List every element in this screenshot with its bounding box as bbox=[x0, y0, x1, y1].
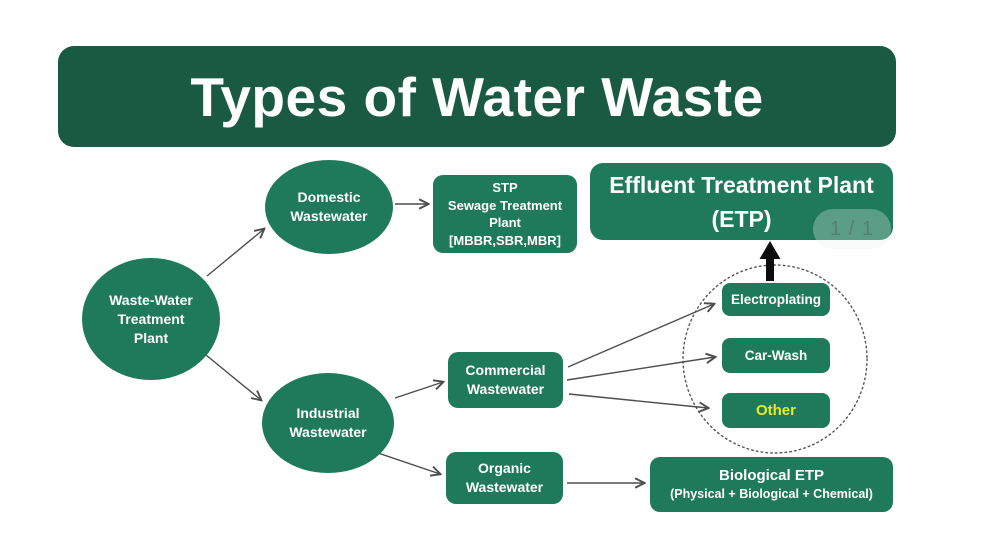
node-label: Plant bbox=[489, 215, 521, 230]
title-banner: Types of Water Waste bbox=[58, 46, 896, 147]
node-label: Wastewater bbox=[290, 208, 368, 224]
node-label: Waste-Water bbox=[109, 291, 193, 308]
node-label: Other bbox=[755, 402, 796, 419]
node-waste-water-treatment-plant: Waste-Water Treatment Plant bbox=[82, 258, 220, 380]
arrow-commercial-to-other bbox=[568, 393, 708, 408]
node-label: Treatment bbox=[117, 310, 185, 327]
node-label: STP bbox=[492, 180, 518, 195]
node-industrial-wastewater: Industrial Wastewater bbox=[262, 373, 394, 473]
node-effluent-treatment-plant: Effluent Treatment Plant (ETP) bbox=[590, 163, 893, 240]
arrow-root-to-industrial bbox=[205, 354, 261, 400]
node-label: (ETP) bbox=[711, 205, 772, 232]
node-other: Other bbox=[722, 393, 830, 428]
arrow-industrial-to-organic bbox=[374, 451, 440, 474]
node-label: Commercial bbox=[465, 362, 546, 378]
node-label: Sewage Treatment bbox=[447, 197, 563, 213]
arrow-commercial-to-carwash bbox=[566, 357, 715, 381]
arrow-industrial-to-commercial bbox=[394, 382, 443, 399]
node-label: [MBBR,SBR,MBR] bbox=[449, 232, 561, 248]
node-label: Wastewater bbox=[289, 424, 367, 440]
page-indicator-badge: 1 / 1 bbox=[813, 209, 891, 249]
black-up-arrow-to-etp bbox=[759, 241, 781, 281]
node-label: Car-Wash bbox=[744, 348, 808, 363]
node-label: Biological ETP bbox=[718, 467, 824, 484]
node-label: Effluent Treatment Plant bbox=[609, 171, 874, 198]
node-label: (Physical + Biological + Chemical) bbox=[670, 487, 873, 501]
node-stp: STP Sewage Treatment Plant [MBBR,SBR,MBR… bbox=[433, 175, 577, 253]
arrow-root-to-domestic bbox=[206, 229, 264, 277]
page-indicator-text: 1 / 1 bbox=[830, 217, 874, 240]
node-label: Electroplating bbox=[730, 292, 821, 307]
arrow-commercial-to-electroplating bbox=[567, 304, 714, 368]
node-label: Wastewater bbox=[466, 381, 545, 397]
node-electroplating: Electroplating bbox=[722, 283, 830, 316]
node-label: Wastewater bbox=[465, 479, 544, 495]
node-car-wash: Car-Wash bbox=[722, 338, 830, 373]
node-label: Organic bbox=[478, 460, 531, 476]
node-organic-wastewater: Organic Wastewater bbox=[446, 452, 563, 504]
node-domestic-wastewater: Domestic Wastewater bbox=[265, 160, 393, 254]
node-label: Industrial bbox=[296, 405, 360, 421]
node-biological-etp: Biological ETP (Physical + Biological + … bbox=[650, 457, 893, 512]
node-label: Domestic bbox=[297, 189, 361, 205]
page-title: Types of Water Waste bbox=[190, 65, 764, 128]
node-label: Plant bbox=[133, 329, 169, 346]
node-commercial-wastewater: Commercial Wastewater bbox=[448, 352, 563, 408]
